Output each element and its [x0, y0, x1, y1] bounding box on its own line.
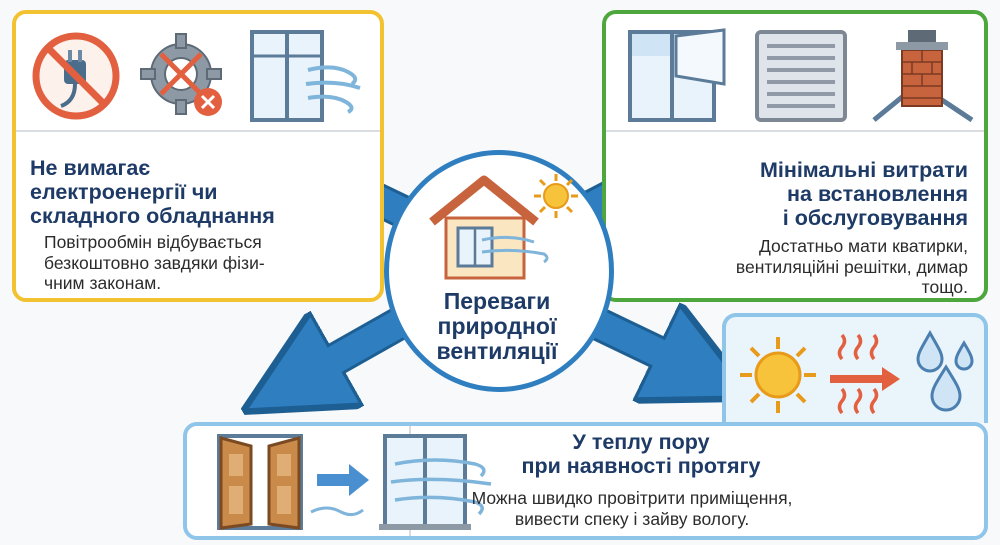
desc-line: чним законам. [44, 273, 162, 294]
title-line: У теплу пору [572, 430, 710, 454]
title-line: складного обладнання [30, 204, 275, 229]
chimney-icon [872, 30, 974, 123]
title-line: і обслуговування [782, 206, 968, 231]
icon-band [16, 14, 380, 132]
card-no-electricity: Не вимагає електроенергії чи складного о… [12, 10, 384, 302]
card-title: Мінімальні витрати на встановлення і обс… [638, 158, 968, 230]
draft-swirl-icon [310, 506, 364, 517]
title-line: Мінімальні витрати [759, 158, 968, 182]
title-line: Не вимагає [30, 156, 151, 180]
desc-line: Повітрообмін відбувається [44, 232, 262, 252]
broken-gear-icon [140, 33, 222, 116]
desc-line: вивести спеку і зайву вологу. [514, 508, 750, 529]
sun-icon [740, 337, 816, 413]
water-drops-icon [916, 329, 974, 412]
center-hub [384, 150, 614, 392]
arrow-bottom-left [290, 305, 414, 385]
no-electricity-icon [32, 32, 120, 120]
card-description: Можна швидко провітрити приміщення, виве… [397, 488, 867, 529]
icon-band [606, 14, 984, 132]
card-title: У теплу пору при наявності протягу [431, 430, 851, 478]
card-summer-icons [722, 313, 988, 423]
desc-line: Можна швидко провітрити приміщення, [471, 488, 793, 508]
desc-line: Достатньо мати кватирки, [758, 236, 968, 256]
desc-line: вентиляційні решітки, димар [735, 256, 968, 277]
arrow-right-icon [317, 464, 369, 496]
card-description: Повітрообмін відбувається безкоштовно за… [44, 232, 374, 294]
house-icon [429, 175, 549, 280]
card-summer-draft: У теплу пору при наявності протягу Можна… [183, 422, 988, 540]
window-vent-icon [628, 28, 726, 122]
card-description: Достатньо мати кватирки, вентиляційні ре… [638, 236, 968, 298]
center-title: Переваги природної вентиляції [412, 289, 582, 363]
title-line: при наявності протягу [521, 454, 761, 479]
open-doors-icon [217, 434, 303, 530]
desc-line: тощо. [921, 277, 968, 298]
title-line: електроенергії чи [30, 180, 218, 205]
card-low-cost: Мінімальні витрати на встановлення і обс… [602, 10, 988, 302]
vent-grille-icon [755, 30, 847, 122]
desc-line: безкоштовно завдяки фізи- [44, 252, 265, 273]
center-title-line: Переваги [443, 288, 551, 314]
center-title-line: вентиляції [436, 337, 558, 364]
center-title-line: природної [437, 312, 557, 339]
sun-icon [534, 174, 578, 218]
card-title: Не вимагає електроенергії чи складного о… [30, 156, 360, 228]
title-line: на встановлення [787, 182, 968, 207]
heat-icon [830, 333, 900, 415]
open-window-icon [250, 30, 361, 122]
window-draft-icon [379, 434, 492, 530]
